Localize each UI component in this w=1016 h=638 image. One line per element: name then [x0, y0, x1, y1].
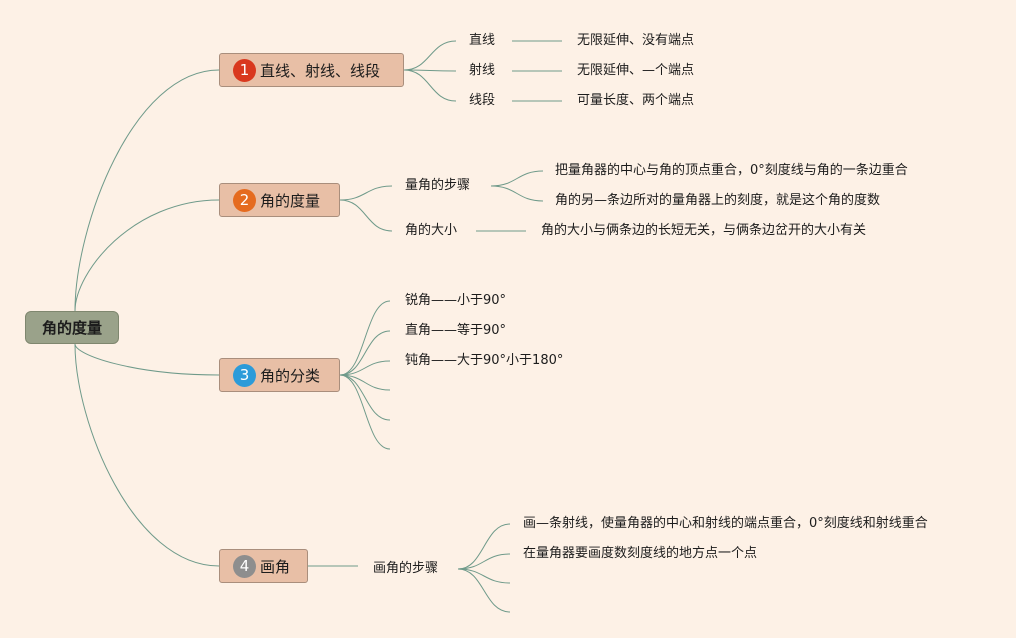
branch-label-1: 直线、射线、线段 — [260, 61, 381, 80]
topic-right-angle[interactable]: 直角——等于90° — [405, 323, 507, 338]
topic-angle-size[interactable]: 角的大小 — [405, 223, 458, 238]
branch-label-4: 画角 — [260, 557, 291, 576]
topic-draw-steps[interactable]: 画角的步骤 — [373, 561, 439, 576]
detail-measure-step-1[interactable]: 把量角器的中心与角的顶点重合，0°刻度线与角的一条边重合 — [555, 163, 908, 178]
detail-segment[interactable]: 可量长度、两个端点 — [577, 93, 695, 108]
topic-segment[interactable]: 线段 — [469, 93, 496, 108]
draw-steps-fork-2 — [457, 553, 511, 570]
branch-3-fork-3 — [339, 360, 391, 376]
branch-1-fork-2 — [403, 69, 457, 72]
topic-obtuse-angle[interactable]: 钝角——大于90°小于180° — [405, 353, 564, 368]
number-badge-4: 4 — [233, 554, 256, 578]
branch-node-3[interactable]: 3 角的分类 — [219, 358, 340, 392]
branch-label-3: 角的分类 — [260, 366, 321, 385]
branch-3-fork-2 — [339, 330, 391, 376]
branch-3-fork-5 — [339, 374, 391, 421]
detail-straight-line[interactable]: 无限延伸、没有端点 — [577, 33, 695, 48]
number-badge-2: 2 — [233, 188, 256, 212]
branch-2-fork-2 — [339, 199, 393, 232]
number-badge-3: 3 — [233, 363, 256, 387]
branch-node-2[interactable]: 2 角的度量 — [219, 183, 340, 217]
branch-1-fork-1 — [403, 40, 457, 71]
root-to-branch-4 — [74, 343, 220, 567]
branch-node-4[interactable]: 4 画角 — [219, 549, 308, 583]
branch-2-fork-1 — [339, 185, 393, 201]
topic-straight-line[interactable]: 直线 — [469, 33, 496, 48]
draw-steps-fork-1 — [457, 523, 511, 570]
topic-ray[interactable]: 射线 — [469, 63, 496, 78]
root-to-branch-1 — [74, 69, 220, 312]
branch-node-1[interactable]: 1 直线、射线、线段 — [219, 53, 404, 87]
number-badge-1: 1 — [233, 58, 256, 82]
root-node[interactable]: 角的度量 — [25, 311, 119, 344]
branch-label-2: 角的度量 — [260, 191, 321, 210]
detail-draw-step-2[interactable]: 在量角器要画度数刻度线的地方点一个点 — [523, 546, 758, 561]
branch-3-fork-1 — [339, 300, 391, 376]
topic-measure-steps[interactable]: 量角的步骤 — [405, 178, 471, 193]
branch-1-fork-3 — [403, 69, 457, 102]
draw-steps-fork-4 — [457, 568, 511, 613]
detail-ray[interactable]: 无限延伸、—个端点 — [577, 63, 695, 78]
detail-draw-step-1[interactable]: 画—条射线，使量角器的中心和射线的端点重合，0°刻度线和射线重合 — [523, 516, 928, 531]
detail-angle-size[interactable]: 角的大小与俩条边的长短无关，与俩条边岔开的大小有关 — [541, 223, 867, 238]
root-to-branch-3 — [74, 343, 220, 376]
root-to-branch-2 — [74, 199, 220, 312]
draw-steps-fork-3 — [457, 568, 511, 584]
detail-measure-step-2[interactable]: 角的另—条边所对的量角器上的刻度，就是这个角的度数 — [555, 193, 881, 208]
branch-3-fork-4 — [339, 374, 391, 391]
measure-steps-fork-2 — [490, 185, 544, 202]
measure-steps-fork-1 — [490, 170, 544, 187]
topic-acute-angle[interactable]: 锐角——小于90° — [405, 293, 507, 308]
branch-3-fork-6 — [339, 374, 391, 450]
